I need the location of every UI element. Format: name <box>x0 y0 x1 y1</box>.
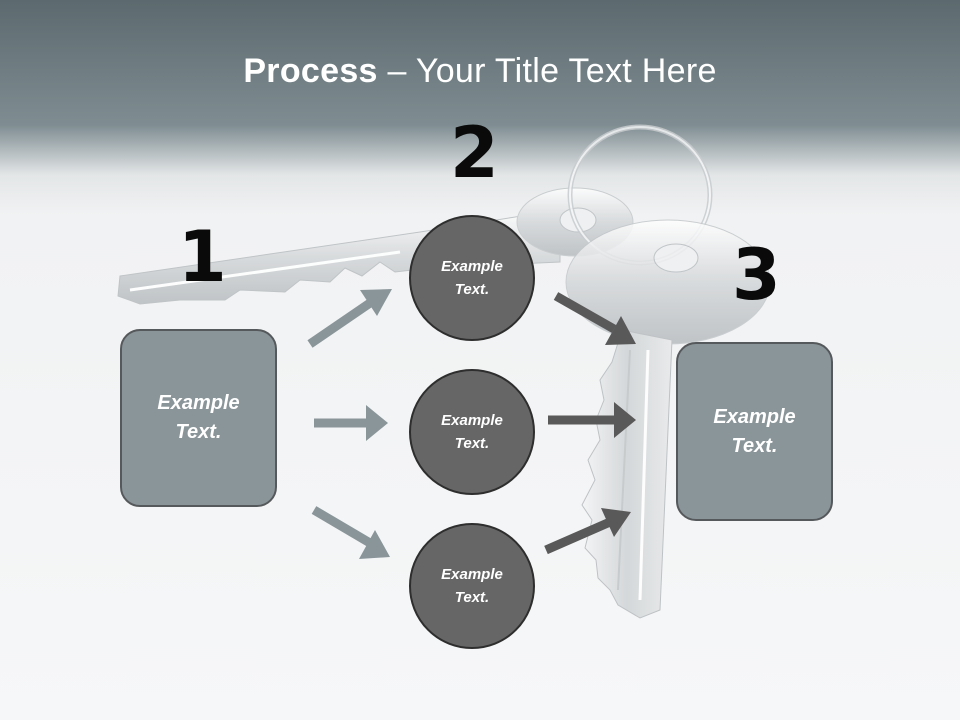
slide-title: Process – Your Title Text Here <box>0 52 960 91</box>
arrow-from-bottom-node <box>544 508 631 555</box>
arrow-from-top-node <box>553 292 636 345</box>
end-box-label: Example Text. <box>713 405 796 457</box>
step-number-1: 1 <box>178 216 227 298</box>
step-number-2: 2 <box>450 112 499 194</box>
arrow-to-middle-node <box>314 405 388 441</box>
node-middle: Example Text. <box>409 369 535 495</box>
arrow-from-middle-node <box>548 402 636 438</box>
arrow-to-bottom-node <box>311 506 390 559</box>
start-box-label: Example Text. <box>157 392 240 443</box>
title-bold: Process <box>243 52 378 90</box>
end-box: Example Text. <box>676 342 833 521</box>
arrow-to-top-node <box>307 289 392 348</box>
node-middle-label: Example Text. <box>441 412 503 452</box>
node-top: Example Text. <box>409 215 535 341</box>
node-top-label: Example Text. <box>441 258 503 298</box>
title-rest: – Your Title Text Here <box>377 52 717 90</box>
node-bottom: Example Text. <box>409 523 535 649</box>
step-number-3: 3 <box>732 234 781 316</box>
start-box: Example Text. <box>120 329 277 507</box>
node-bottom-label: Example Text. <box>441 566 503 606</box>
key-right-icon <box>565 219 771 619</box>
